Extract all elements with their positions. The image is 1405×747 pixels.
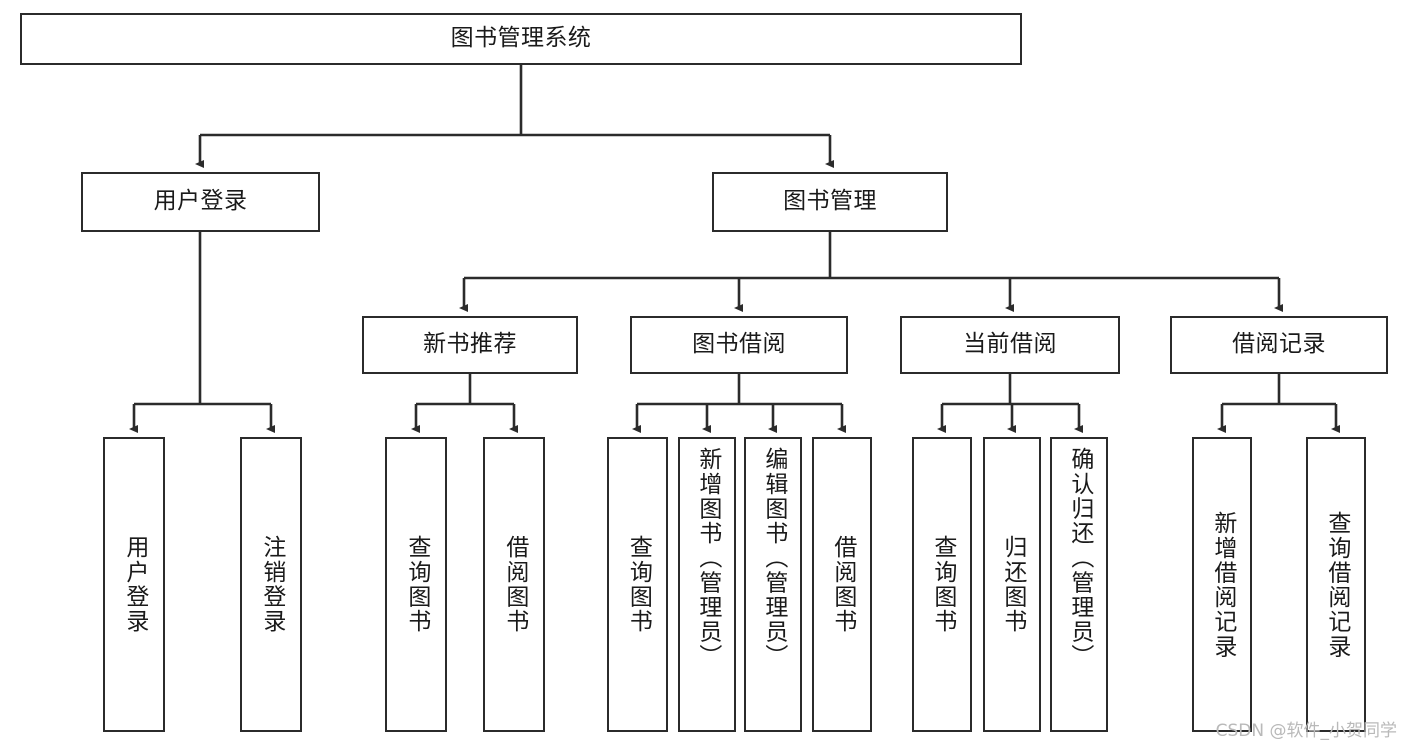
node-leaf-borrow-book-1-label: 借阅图书 [501,535,528,634]
node-current-borrow[interactable]: 当前借阅 [900,316,1120,374]
node-user-login[interactable]: 用户登录 [81,172,320,232]
node-leaf-user-logout[interactable]: 注销登录 [240,437,302,732]
node-leaf-query-book-3-label: 查询图书 [929,535,956,634]
node-leaf-add-record-label: 新增借阅记录 [1209,510,1236,659]
node-book-manage-label: 图书管理 [783,188,877,215]
node-new-book-recommend-label: 新书推荐 [423,331,517,358]
node-leaf-return-book-label: 归还图书 [999,535,1026,634]
node-borrow-record[interactable]: 借阅记录 [1170,316,1388,374]
node-book-manage[interactable]: 图书管理 [712,172,948,232]
node-leaf-query-book-1[interactable]: 查询图书 [385,437,447,732]
node-leaf-borrow-book-1[interactable]: 借阅图书 [483,437,545,732]
node-leaf-add-record[interactable]: 新增借阅记录 [1192,437,1252,732]
node-leaf-user-logout-label: 注销登录 [258,535,285,634]
node-root[interactable]: 图书管理系统 [20,13,1022,65]
node-leaf-return-book[interactable]: 归还图书 [983,437,1041,732]
node-leaf-query-book-1-label: 查询图书 [403,535,430,634]
node-current-borrow-label: 当前借阅 [963,331,1057,358]
node-leaf-borrow-book-2[interactable]: 借阅图书 [812,437,872,732]
node-leaf-confirm-return-label: 确认归还（管理员） [1066,447,1093,669]
node-leaf-edit-book-label: 编辑图书（管理员） [760,447,787,669]
node-leaf-query-book-2-label: 查询图书 [625,535,652,634]
node-leaf-query-record[interactable]: 查询借阅记录 [1306,437,1366,732]
node-leaf-user-login[interactable]: 用户登录 [103,437,165,732]
node-leaf-edit-book[interactable]: 编辑图书（管理员） [744,437,802,732]
node-book-borrow-label: 图书借阅 [692,331,786,358]
node-new-book-recommend[interactable]: 新书推荐 [362,316,578,374]
node-leaf-query-book-2[interactable]: 查询图书 [607,437,668,732]
node-leaf-user-login-label: 用户登录 [121,535,148,634]
node-borrow-record-label: 借阅记录 [1232,331,1326,358]
node-leaf-confirm-return[interactable]: 确认归还（管理员） [1050,437,1108,732]
node-leaf-query-record-label: 查询借阅记录 [1323,510,1350,659]
csdn-watermark: CSDN @软件_小贺同学 [1215,721,1397,741]
node-leaf-query-book-3[interactable]: 查询图书 [912,437,972,732]
node-leaf-add-book-label: 新增图书（管理员） [694,447,721,669]
node-leaf-borrow-book-2-label: 借阅图书 [829,535,856,634]
node-root-label: 图书管理系统 [450,25,592,52]
node-book-borrow[interactable]: 图书借阅 [630,316,848,374]
node-user-login-label: 用户登录 [153,188,248,215]
node-leaf-add-book[interactable]: 新增图书（管理员） [678,437,736,732]
